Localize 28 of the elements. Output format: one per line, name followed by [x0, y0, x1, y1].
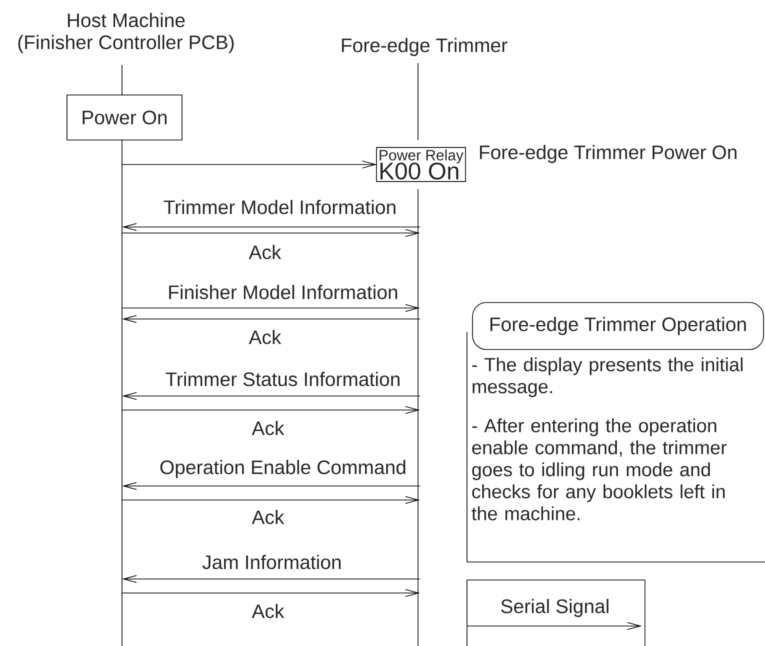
- edge-label: Jam Information: [202, 554, 341, 570]
- arrow: [122, 496, 420, 504]
- relay-caption: Fore-edge Trimmer Power On: [480, 144, 736, 164]
- arrow: [122, 304, 420, 312]
- edge-label: Trimmer Status Information: [166, 372, 400, 386]
- edge-label: Trimmer Model Information: [164, 200, 396, 214]
- note-text: - The display presents the initial message.: [472, 357, 743, 398]
- arrow: [122, 160, 377, 168]
- note-text: - After entering the operation enable command, the trimmer goes to idling run mode and checks for any booklets left in the machine.: [472, 418, 727, 520]
- edge-label: Finisher Model Information: [169, 284, 398, 300]
- arrow: [122, 482, 420, 490]
- arrow: [122, 315, 420, 323]
- note-header: Fore-edge Trimmer Operation: [472, 302, 764, 350]
- edge-label: Ack: [248, 330, 282, 344]
- edge-label: Ack: [252, 604, 284, 618]
- arrow: [122, 392, 420, 400]
- arrow: [122, 223, 420, 231]
- arrow: [122, 406, 420, 414]
- participant-label: Host Machine (Finisher Controller PCB): [18, 12, 234, 54]
- arrow: [122, 229, 420, 237]
- edge-label: Ack: [248, 244, 282, 260]
- edge-label: Operation Enable Command: [160, 460, 406, 478]
- arrow: [122, 575, 420, 583]
- edge-label: Ack: [252, 420, 284, 436]
- edge-label: Ack: [252, 510, 284, 524]
- participant-label: Fore-edge Trimmer: [342, 38, 508, 56]
- arrow: [122, 589, 420, 597]
- legend-label: Serial Signal: [501, 598, 608, 618]
